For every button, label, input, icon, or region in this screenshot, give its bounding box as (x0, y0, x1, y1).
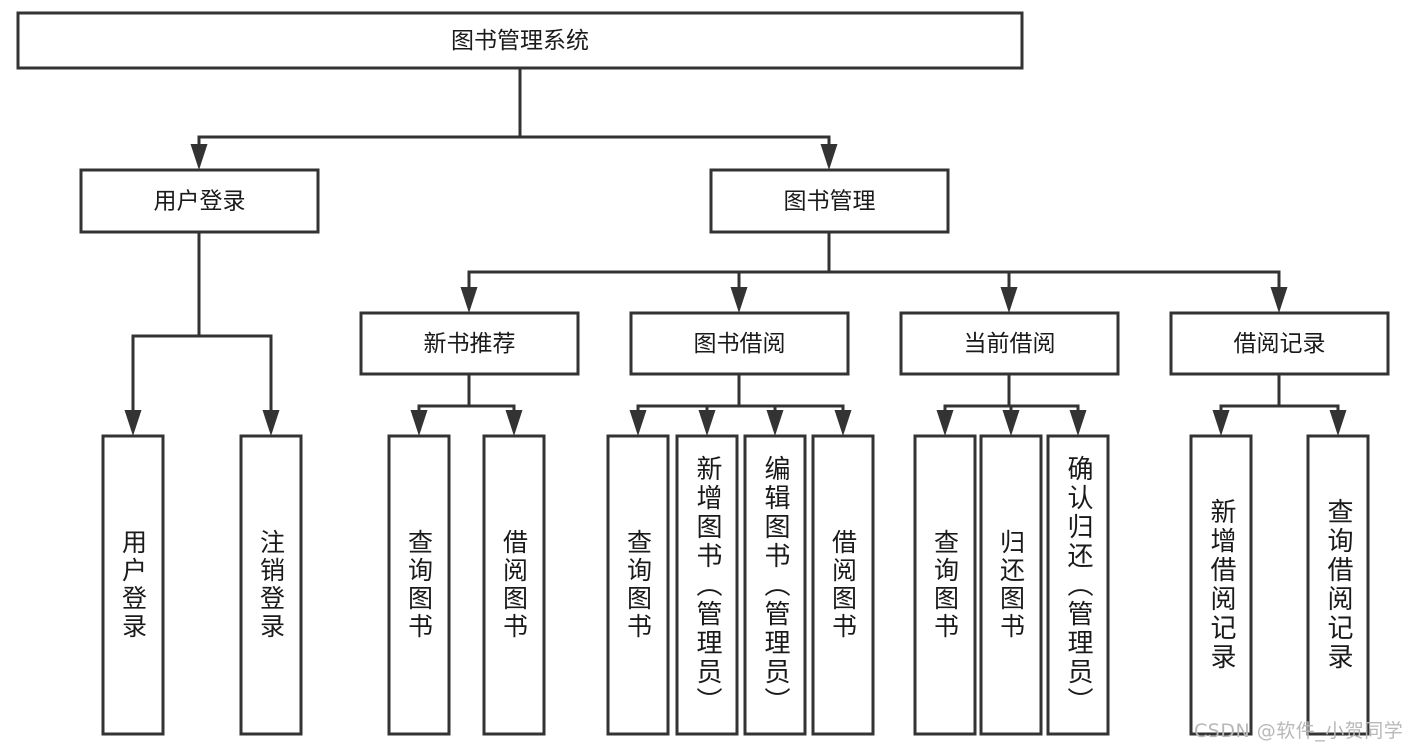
arrow-head-icon (505, 410, 523, 436)
connector-record-to-leaves (1212, 372, 1347, 436)
arrow-head-icon (124, 410, 142, 436)
node-box-leaf-5[interactable] (675, 434, 739, 736)
connector-userlogin-to-leaves (124, 230, 280, 436)
node-box-leaf-7[interactable] (811, 434, 875, 736)
node-box-leaf-4[interactable] (606, 434, 670, 736)
arrow-head-icon (190, 144, 208, 170)
node-box-level1-0[interactable] (79, 168, 320, 234)
box-layer (16, 11, 1390, 736)
arrow-head-icon (820, 144, 838, 170)
node-box-leaf-1[interactable] (239, 434, 303, 736)
node-box-leaf-3[interactable] (482, 434, 546, 736)
arrow-head-icon (1270, 287, 1288, 313)
arrow-head-icon (730, 287, 748, 313)
node-box-leaf-6[interactable] (743, 434, 807, 736)
node-label-level2-2: 当前借阅 (964, 331, 1056, 357)
node-box-level2-1[interactable] (629, 311, 850, 376)
arrow-head-icon (410, 410, 428, 436)
arrow-head-icon (1069, 410, 1087, 436)
node-label-level1-0: 用户登录 (154, 189, 246, 215)
node-box-level1-1[interactable] (709, 168, 950, 234)
csdn-watermark: CSDN @软件_小贺同学 (1194, 720, 1404, 742)
node-box-level2-2[interactable] (899, 311, 1120, 376)
arrow-head-icon (629, 410, 647, 436)
arrow-head-icon (1329, 410, 1347, 436)
connector-newbook-to-leaves (410, 372, 523, 436)
node-label-level2-1: 图书借阅 (694, 331, 786, 357)
arrow-head-icon (834, 410, 852, 436)
arrow-head-icon (698, 410, 716, 436)
node-box-root-0[interactable] (16, 11, 1024, 70)
connector-current-to-leaves (936, 372, 1087, 436)
connector-root-to-level1 (190, 66, 838, 170)
node-box-leaf-10[interactable] (1046, 434, 1110, 736)
arrow-head-icon (262, 410, 280, 436)
connector-bookmgmt-to-level2 (460, 230, 1288, 313)
node-box-level2-3[interactable] (1169, 311, 1390, 376)
node-box-level2-0[interactable] (359, 311, 580, 376)
node-box-leaf-9[interactable] (979, 434, 1043, 736)
node-box-leaf-8[interactable] (913, 434, 977, 736)
arrow-head-icon (1212, 410, 1230, 436)
arrow-head-icon (1000, 287, 1018, 313)
connector-borrow-to-leaves (629, 372, 852, 436)
node-label-root-0: 图书管理系统 (451, 28, 589, 54)
arrow-head-icon (1002, 410, 1020, 436)
node-label-level2-3: 借阅记录 (1234, 331, 1326, 357)
node-box-leaf-0[interactable] (101, 434, 165, 736)
arrow-head-icon (766, 410, 784, 436)
connector-layer (124, 66, 1347, 436)
node-box-leaf-11[interactable] (1189, 434, 1253, 736)
node-label-level1-1: 图书管理 (784, 189, 876, 215)
node-label-level2-0: 新书推荐 (424, 331, 516, 357)
node-box-leaf-12[interactable] (1306, 434, 1370, 736)
arrow-head-icon (936, 410, 954, 436)
node-box-leaf-2[interactable] (387, 434, 451, 736)
arrow-head-icon (460, 287, 478, 313)
